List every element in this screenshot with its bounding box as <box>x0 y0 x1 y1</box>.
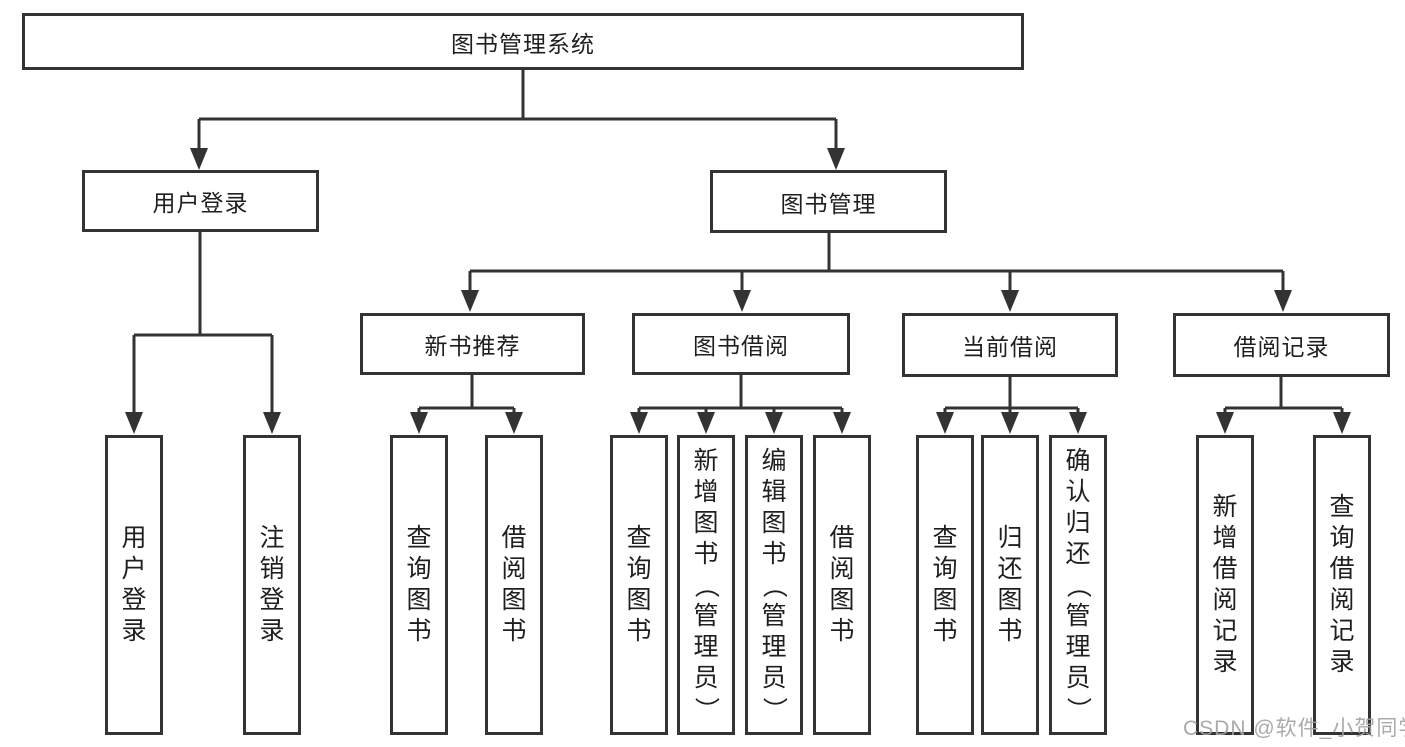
arrowhead <box>505 412 523 434</box>
arrowhead <box>765 412 783 434</box>
arrowhead <box>827 148 845 170</box>
leaf-confirm-return-admin: 确认归还（管理员） <box>1049 435 1107 735</box>
arrowhead <box>1333 412 1351 434</box>
arrowhead <box>190 148 208 170</box>
node-label: 当前借阅 <box>962 334 1058 360</box>
node-label: 图书管理 <box>780 190 877 217</box>
leaf-query-books-3: 查询图书 <box>916 435 974 735</box>
node-label: 新增图书（管理员） <box>692 446 721 722</box>
leaf-return-books: 归还图书 <box>981 435 1039 735</box>
leaf-query-borrow-record: 查询借阅记录 <box>1313 435 1371 735</box>
arrowhead <box>733 290 751 312</box>
arrowhead <box>461 290 479 312</box>
arrowhead <box>833 412 851 434</box>
node-label: 新增借阅记录 <box>1212 493 1238 676</box>
node-label: 借阅图书 <box>501 524 527 645</box>
connector-root-to-level2 <box>190 70 845 170</box>
arrowhead <box>410 412 428 434</box>
leaf-logout: 注销登录 <box>243 435 301 735</box>
arrowhead <box>1216 412 1234 434</box>
arrowhead <box>936 412 954 434</box>
node-label: 图书借阅 <box>693 333 789 359</box>
node-label: 借阅图书 <box>829 524 855 645</box>
connector-borrow-record-to-leaves <box>1216 377 1351 434</box>
arrowhead <box>1001 290 1019 312</box>
node-borrow-record: 借阅记录 <box>1173 313 1390 377</box>
node-label: 查询图书 <box>932 524 958 645</box>
leaf-query-books-1: 查询图书 <box>390 435 448 735</box>
node-book-management: 图书管理 <box>710 170 947 233</box>
leaf-add-books-admin: 新增图书（管理员） <box>677 435 735 735</box>
leaf-add-borrow-record: 新增借阅记录 <box>1196 435 1254 735</box>
node-label: 确认归还（管理员） <box>1064 446 1093 722</box>
node-label: 新书推荐 <box>424 333 521 359</box>
connector-book-management-to-level3 <box>461 233 1292 312</box>
node-book-borrow: 图书借阅 <box>632 313 850 375</box>
node-label: 用户登录 <box>152 190 249 216</box>
node-label: 查询图书 <box>406 524 432 645</box>
node-library-management-system: 图书管理系统 <box>22 13 1024 70</box>
node-user-login: 用户登录 <box>82 170 319 232</box>
leaf-edit-books-admin: 编辑图书（管理员） <box>745 435 803 735</box>
arrowhead <box>630 412 648 434</box>
arrowhead <box>1001 412 1019 434</box>
node-label: 查询借阅记录 <box>1329 493 1355 676</box>
node-label: 归还图书 <box>997 524 1023 645</box>
node-label: 查询图书 <box>626 524 652 645</box>
node-label: 注销登录 <box>259 524 285 645</box>
node-label: 编辑图书（管理员） <box>760 446 789 722</box>
arrowhead <box>125 412 143 434</box>
connector-new-book-to-leaves <box>410 375 523 434</box>
node-label: 图书管理系统 <box>451 30 595 57</box>
node-current-borrow: 当前借阅 <box>902 313 1118 377</box>
arrowhead <box>1274 290 1292 312</box>
arrowhead <box>1069 412 1087 434</box>
node-label: 用户登录 <box>121 524 147 645</box>
leaf-user-login: 用户登录 <box>105 435 163 735</box>
leaf-query-books-2: 查询图书 <box>610 435 668 735</box>
connector-user-login-to-leaves <box>125 232 281 434</box>
connector-current-borrow-to-leaves <box>936 377 1087 434</box>
csdn-watermark: CSDN @软件_小贺同学 <box>1183 717 1405 740</box>
leaf-borrow-books-2: 借阅图书 <box>813 435 871 735</box>
node-label: 借阅记录 <box>1233 334 1330 360</box>
arrowhead <box>697 412 715 434</box>
connector-book-borrow-to-leaves <box>630 375 851 434</box>
node-new-book-recommend: 新书推荐 <box>360 313 585 375</box>
leaf-borrow-books-1: 借阅图书 <box>485 435 543 735</box>
arrowhead <box>263 412 281 434</box>
